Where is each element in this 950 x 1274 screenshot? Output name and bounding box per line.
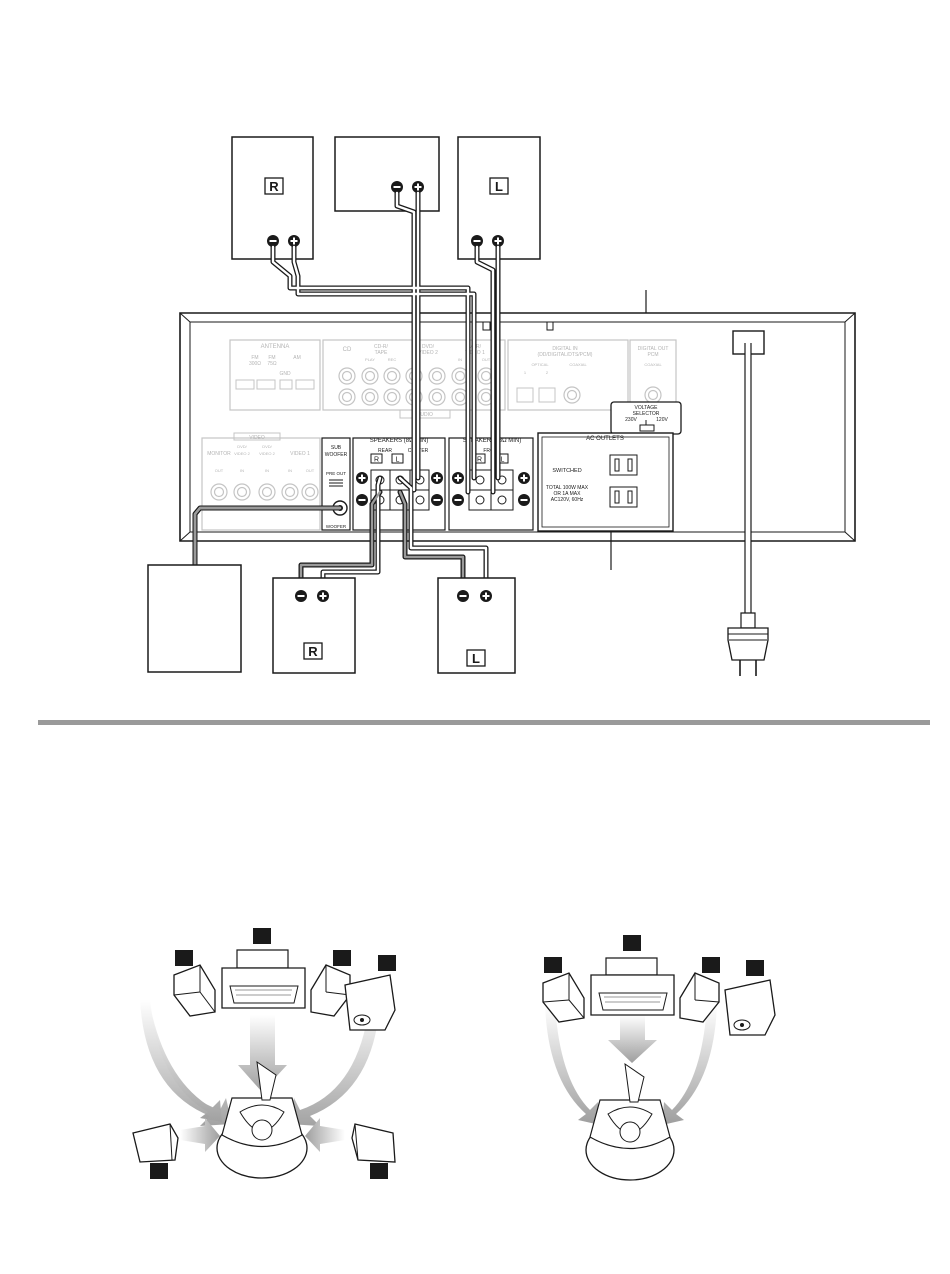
svg-text:2: 2 bbox=[546, 370, 549, 375]
voltage-selector[interactable]: VOLTAGE SELECTOR 230V 120V bbox=[610, 401, 682, 435]
svg-text:COAXIAL: COAXIAL bbox=[569, 362, 587, 367]
svg-text:IN: IN bbox=[288, 468, 292, 473]
layout-three-speakers bbox=[542, 935, 776, 1181]
svg-text:VIDEO 2: VIDEO 2 bbox=[234, 451, 251, 456]
front-right-label: R bbox=[269, 179, 279, 194]
svg-text:300Ω: 300Ω bbox=[249, 361, 261, 367]
svg-text:OPTICAL: OPTICAL bbox=[531, 362, 549, 367]
svg-text:VIDEO 1: VIDEO 1 bbox=[290, 451, 310, 457]
svg-text:SWITCHED: SWITCHED bbox=[552, 468, 581, 474]
svg-text:WOOFER: WOOFER bbox=[326, 524, 347, 529]
svg-text:AM: AM bbox=[293, 355, 301, 361]
rear-left-speaker: L bbox=[437, 577, 516, 674]
svg-text:GND: GND bbox=[279, 371, 291, 377]
svg-text:120V: 120V bbox=[656, 417, 668, 423]
svg-text:OUT: OUT bbox=[215, 468, 224, 473]
marker-square bbox=[544, 957, 562, 973]
svg-text:L: L bbox=[501, 457, 505, 464]
svg-text:FM: FM bbox=[268, 355, 275, 361]
svg-text:TOTAL 100W MAX: TOTAL 100W MAX bbox=[546, 485, 589, 491]
svg-text:REAR: REAR bbox=[378, 448, 392, 454]
svg-text:OUT: OUT bbox=[482, 357, 491, 362]
center-speaker bbox=[334, 136, 440, 212]
svg-text:AUDIO: AUDIO bbox=[417, 412, 433, 418]
subwoofer-preout-panel: SUB WOOFER PRE OUT WOOFER bbox=[321, 437, 351, 531]
marker-square bbox=[150, 1163, 168, 1179]
svg-text:VOLTAGE: VOLTAGE bbox=[635, 405, 659, 411]
layout-five-speakers bbox=[132, 928, 396, 1179]
front-left-label: L bbox=[495, 179, 503, 194]
antenna-panel: ANTENNA FM 300Ω FM 75Ω AM GND bbox=[229, 339, 321, 411]
svg-text:COAXIAL: COAXIAL bbox=[644, 362, 662, 367]
plus-circle-icon bbox=[317, 590, 329, 602]
marker-square bbox=[623, 935, 641, 951]
svg-text:SUB: SUB bbox=[331, 445, 342, 451]
svg-text:SELECTOR: SELECTOR bbox=[633, 411, 660, 417]
svg-text:REC: REC bbox=[388, 357, 397, 362]
svg-text:OUT: OUT bbox=[306, 468, 315, 473]
marker-square bbox=[378, 955, 396, 971]
svg-text:VIDEO: VIDEO bbox=[249, 435, 265, 441]
marker-square bbox=[253, 928, 271, 944]
marker-square bbox=[333, 950, 351, 966]
marker-square bbox=[370, 1163, 388, 1179]
svg-text:OR 1A MAX: OR 1A MAX bbox=[554, 491, 582, 497]
svg-text:DIGITAL IN: DIGITAL IN bbox=[552, 346, 578, 352]
svg-text:VIDEO 2: VIDEO 2 bbox=[418, 350, 438, 356]
svg-text:FM: FM bbox=[251, 355, 258, 361]
rear-right-speaker: R bbox=[272, 577, 356, 674]
marker-square bbox=[175, 950, 193, 966]
power-cord bbox=[727, 343, 769, 676]
speaker-wires bbox=[192, 190, 501, 591]
minus-circle-icon bbox=[457, 590, 469, 602]
svg-text:L: L bbox=[396, 457, 400, 464]
svg-text:SPEAKERS (8Ω MIN): SPEAKERS (8Ω MIN) bbox=[370, 438, 429, 444]
marker-square bbox=[746, 960, 764, 976]
svg-text:PLAY: PLAY bbox=[365, 357, 375, 362]
speakers-rear-center-panel: SPEAKERS (8Ω MIN) REAR CENTER R L bbox=[352, 437, 446, 531]
subwoofer bbox=[147, 564, 242, 673]
svg-text:230V: 230V bbox=[625, 417, 637, 423]
front-left-speaker: L bbox=[457, 136, 541, 260]
rear-left-label: L bbox=[472, 651, 480, 666]
svg-text:PCM: PCM bbox=[647, 352, 658, 358]
svg-text:R: R bbox=[374, 457, 379, 464]
minus-circle-icon bbox=[295, 590, 307, 602]
svg-text:CD: CD bbox=[343, 347, 352, 353]
svg-text:R: R bbox=[477, 457, 482, 464]
svg-text:CD-R/: CD-R/ bbox=[374, 344, 388, 350]
svg-text:WOOFER: WOOFER bbox=[325, 452, 348, 458]
front-right-speaker: R bbox=[231, 136, 314, 260]
svg-text:AC OUTLETS: AC OUTLETS bbox=[586, 436, 624, 442]
svg-text:MONITOR: MONITOR bbox=[207, 451, 231, 457]
section-divider bbox=[38, 720, 930, 725]
plus-circle-icon bbox=[480, 590, 492, 602]
svg-text:IN: IN bbox=[458, 357, 462, 362]
svg-text:(DD/DIGITAL/DTS/PCM): (DD/DIGITAL/DTS/PCM) bbox=[538, 352, 593, 358]
svg-text:DVD/: DVD/ bbox=[262, 444, 272, 449]
ac-outlets-panel: AC OUTLETS SWITCHED TOTAL 100W MAX OR 1A… bbox=[537, 432, 674, 532]
rear-right-label: R bbox=[308, 644, 318, 659]
svg-text:AC120V, 60Hz: AC120V, 60Hz bbox=[551, 497, 584, 503]
svg-text:VIDEO 2: VIDEO 2 bbox=[259, 451, 276, 456]
svg-text:DIGITAL OUT: DIGITAL OUT bbox=[638, 346, 669, 352]
svg-text:1: 1 bbox=[524, 370, 527, 375]
svg-text:IN: IN bbox=[240, 468, 244, 473]
svg-text:PRE OUT: PRE OUT bbox=[326, 471, 346, 476]
svg-text:ANTENNA: ANTENNA bbox=[261, 344, 290, 350]
svg-text:75Ω: 75Ω bbox=[267, 361, 277, 367]
marker-square bbox=[702, 957, 720, 973]
svg-text:TAPE: TAPE bbox=[375, 350, 388, 356]
svg-text:IN: IN bbox=[265, 468, 269, 473]
svg-text:DVD/: DVD/ bbox=[237, 444, 247, 449]
svg-text:DVD/: DVD/ bbox=[422, 344, 435, 350]
digital-input-panel: DIGITAL IN (DD/DIGITAL/DTS/PCM) OPTICAL … bbox=[507, 339, 629, 411]
video-panel: VIDEO MONITOR DVD/ VIDEO 2 DVD/ VIDEO 2 … bbox=[201, 432, 321, 531]
